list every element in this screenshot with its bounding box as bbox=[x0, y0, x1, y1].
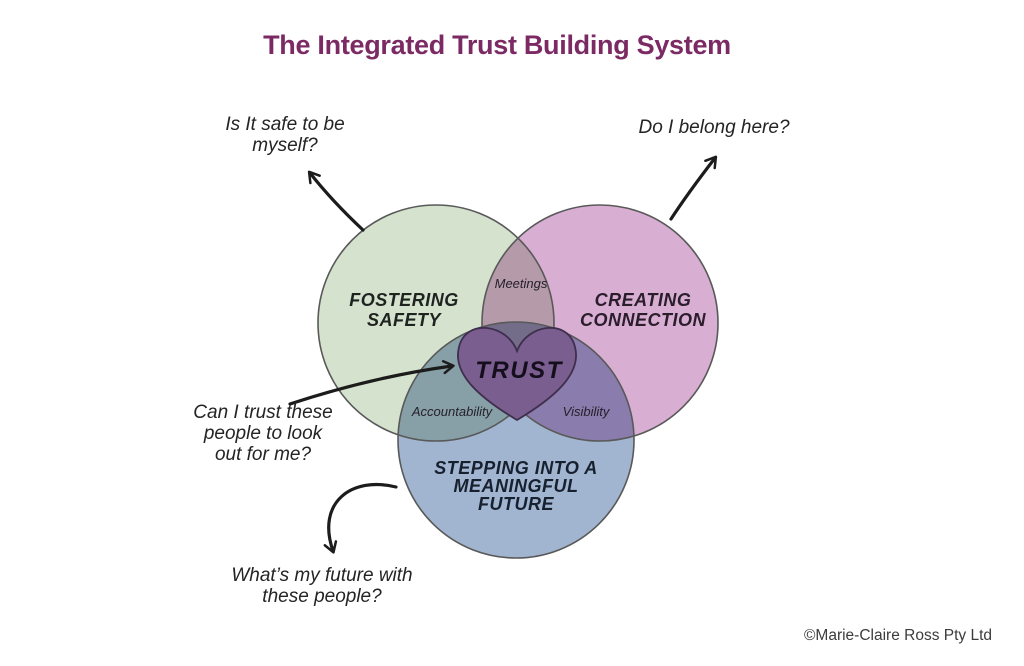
venn-circle-outlines bbox=[317, 204, 719, 559]
arrow-to-belong-question bbox=[669, 155, 718, 221]
safety-circle-outline bbox=[317, 204, 555, 442]
venn-circles bbox=[318, 205, 718, 558]
annotation-future-question: What’s my future with these people? bbox=[231, 565, 413, 607]
future-circle-label: STEPPING INTO A MEANINGFUL FUTURE bbox=[434, 458, 598, 514]
meetings-intersection-label: Meetings bbox=[494, 276, 548, 291]
accountability-intersection-label: Accountability bbox=[411, 404, 493, 419]
safety-circle-label: FOSTERING SAFETY bbox=[349, 290, 459, 330]
annotation-arrows bbox=[288, 155, 718, 554]
annotation-trust-question: Can I trust these people to look out for… bbox=[193, 402, 333, 465]
arrow-to-safety-question bbox=[307, 170, 365, 232]
future-circle bbox=[398, 322, 634, 558]
trust-heart-shape bbox=[457, 326, 577, 422]
trust-center-label: TRUST bbox=[475, 357, 563, 384]
arrow-from-trust-question-to-heart bbox=[288, 360, 455, 406]
visibility-intersection-label: Visibility bbox=[562, 404, 610, 419]
page-title: The Integrated Trust Building System bbox=[263, 30, 731, 60]
copyright-notice: ©Marie-Claire Ross Pty Ltd bbox=[804, 627, 992, 644]
arrow-to-future-question bbox=[323, 482, 398, 554]
connection-circle-outline bbox=[481, 204, 719, 442]
future-circle-outline bbox=[397, 321, 635, 559]
connection-circle-label: CREATING CONNECTION bbox=[580, 290, 706, 330]
annotation-belong-question: Do I belong here? bbox=[638, 117, 790, 138]
annotation-safe-question: Is It safe to be myself? bbox=[225, 114, 345, 156]
